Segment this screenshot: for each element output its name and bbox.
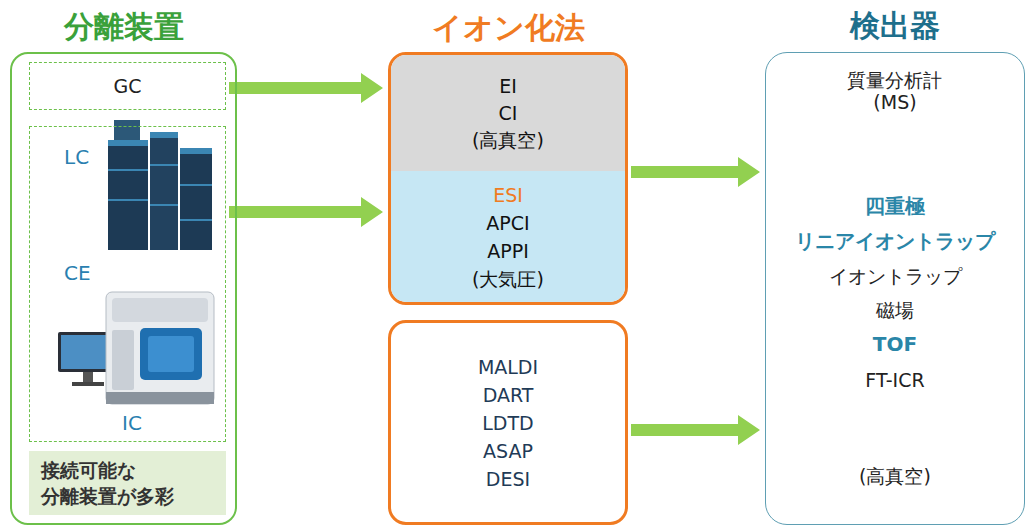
- detector-item: 磁場: [772, 299, 1018, 321]
- ionization-method: (高真空): [472, 127, 544, 154]
- gc-box: GC: [29, 62, 226, 110]
- ionization-method: (大気圧): [472, 265, 544, 293]
- ionization-method: EI: [499, 73, 517, 100]
- detector-panel: 検出器質量分析計 (MS)四重極リニアイオントラップイオントラップ磁場TOFFT…: [765, 52, 1025, 525]
- note-text: 接続可能な 分離装置が多彩: [41, 457, 214, 509]
- high-vacuum-band: EICI(高真空): [391, 55, 625, 171]
- ionization-method: DESI: [486, 465, 530, 493]
- section-heading: イオン化法: [371, 9, 645, 47]
- detector-item: 四重極: [772, 195, 1018, 217]
- note-band: 接続可能な 分離装置が多彩: [29, 451, 226, 515]
- ambient-ionization-box: MALDIDARTLDTDASAPDESI: [388, 320, 628, 525]
- atmospheric-band: ESIAPCIAPPI(大気圧): [391, 171, 625, 302]
- lc-ce-ic-box: LC CE IC: [29, 126, 226, 442]
- ionization-method: ASAP: [483, 437, 533, 465]
- section-heading: 検出器: [746, 7, 1031, 45]
- ce-instrument: [58, 292, 214, 404]
- detector-item: (高真空): [772, 465, 1018, 487]
- detector-item: 質量分析計 (MS): [836, 69, 954, 113]
- detector-item: TOF: [772, 333, 1018, 355]
- separation-panel: 分離装置GCLCCEIC接続可能な 分離装置が多彩: [10, 52, 237, 525]
- flow-arrow: [631, 415, 760, 445]
- separation-label: CE: [64, 261, 91, 285]
- separation-label: IC: [122, 411, 142, 435]
- lc-instrument: [108, 120, 212, 250]
- section-heading: 分離装置: [0, 8, 255, 46]
- detector-item: イオントラップ: [772, 265, 1018, 287]
- ionization-method: APPI: [487, 237, 529, 265]
- ionization-method: APCI: [486, 209, 529, 237]
- ionization-method: DART: [483, 381, 534, 409]
- detector-item: リニアイオントラップ: [772, 230, 1018, 252]
- detector-item: FT-ICR: [772, 369, 1018, 391]
- ionization-method: ESI: [493, 181, 523, 209]
- gc-label: GC: [114, 75, 142, 97]
- flow-arrow: [631, 157, 760, 187]
- separation-label: LC: [64, 145, 89, 169]
- flow-arrow: [229, 197, 383, 227]
- flow-arrow: [229, 73, 383, 103]
- ionization-method: LDTD: [482, 409, 533, 437]
- ionization-method: CI: [499, 100, 518, 127]
- ionization-method: MALDI: [478, 353, 538, 381]
- ionization-panel: イオン化法EICI(高真空)ESIAPCIAPPI(大気圧): [388, 52, 628, 305]
